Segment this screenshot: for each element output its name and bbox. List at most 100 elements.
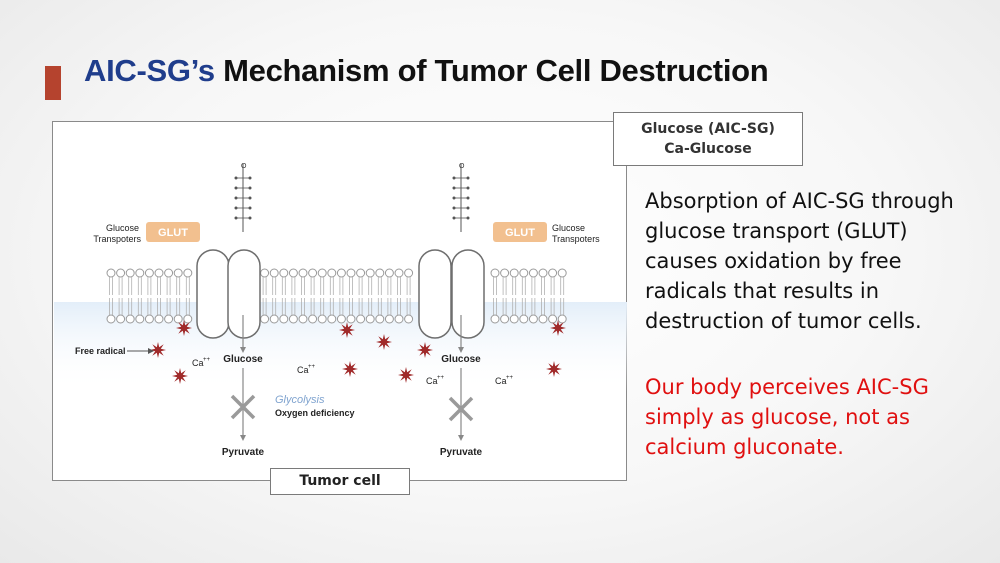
legend-line-2: Ca-Glucose (664, 141, 752, 157)
lipid-head (260, 314, 270, 324)
lipid-head (509, 314, 519, 324)
free-radical-star (546, 361, 562, 377)
lipid-head (557, 268, 567, 278)
glut-badge-right: GLUT (493, 222, 547, 242)
lipid-head (154, 314, 164, 324)
pathway-arrowhead-left-top (240, 347, 246, 353)
blocked-x-right-stroke-2 (448, 396, 474, 422)
glucose-atom: O (459, 163, 465, 170)
lipid-head (106, 268, 116, 278)
free-radical-arrowhead (148, 348, 154, 354)
lipid-head (500, 314, 510, 324)
lipid-head (164, 314, 174, 324)
glucose-atom-dot (452, 216, 456, 220)
lipid-head (365, 268, 375, 278)
mechanism-highlight: Our body perceives AIC-SG simply as gluc… (645, 375, 929, 459)
transporter-label-left-2: Transpoters (93, 234, 141, 244)
glucose-atom: O (241, 163, 247, 170)
lipid-head (269, 268, 279, 278)
lipid-head (528, 314, 538, 324)
lipid-head (125, 268, 135, 278)
lipid-head (298, 268, 308, 278)
free-radical-star (339, 322, 355, 338)
lipid-head (490, 314, 500, 324)
glucose-atom-dot (234, 196, 238, 200)
glucose-atom-dot (248, 176, 252, 180)
lipid-head (404, 314, 414, 324)
lipid-head (346, 268, 356, 278)
lipid-head (327, 268, 337, 278)
glucose-atom-dot (234, 186, 238, 190)
free-radical-star (417, 342, 433, 358)
glucose-atom-dot (452, 206, 456, 210)
glut-label-left: GLUT (158, 227, 188, 239)
lipid-head (500, 268, 510, 278)
glucose-atom-dot (466, 216, 470, 220)
transporter-label-right-1: Glucose (552, 223, 585, 233)
glucose-atom-dot (248, 196, 252, 200)
lipid-head (538, 268, 548, 278)
mechanism-description: Absorption of AIC-SG through glucose tra… (645, 189, 954, 333)
lipid-head (125, 314, 135, 324)
pyruvate-label-left: Pyruvate (222, 447, 265, 458)
free-radical-star (398, 367, 414, 383)
ca-ion-1-symbol: Ca (192, 358, 204, 368)
lipid-head (394, 314, 404, 324)
slide-title: AIC-SG’s Mechanism of Tumor Cell Destruc… (84, 53, 769, 89)
calcium-ion-3: Ca ++ (426, 375, 445, 386)
glucose-label-left: Glucose (223, 354, 263, 365)
transporter-label-left-1: Glucose (106, 223, 139, 233)
lipid-head (557, 314, 567, 324)
lipid-head (288, 268, 298, 278)
calcium-ion-4: Ca ++ (495, 375, 514, 386)
glut-protein-2-left (418, 249, 452, 339)
ca-ion-1-charge: ++ (203, 357, 211, 363)
lipid-head (336, 314, 346, 324)
free-radical-star (172, 368, 188, 384)
lipid-head (404, 268, 414, 278)
tumor-cell-label: Tumor cell (270, 468, 410, 495)
lipid-head (336, 268, 346, 278)
lipid-head (164, 268, 174, 278)
ca-ion-2-charge: ++ (308, 364, 316, 370)
lipid-head (173, 268, 183, 278)
lipid-head (144, 268, 154, 278)
ca-ion-3-symbol: Ca (426, 376, 438, 386)
lipid-head (548, 268, 558, 278)
lipid-head (288, 314, 298, 324)
lipid-head (548, 314, 558, 324)
lipid-head (509, 268, 519, 278)
lipid-head (375, 268, 385, 278)
glucose-atom-dot (248, 186, 252, 190)
pyruvate-label-right: Pyruvate (440, 447, 483, 458)
glucose-atom-dot (234, 176, 238, 180)
free-radical-label: Free radical (75, 346, 126, 356)
lipid-head (317, 268, 327, 278)
molecule-legend-box: Glucose (AIC-SG) Ca-Glucose (613, 112, 803, 166)
lipid-head (298, 314, 308, 324)
free-radical-star (550, 320, 566, 336)
lipid-head (279, 314, 289, 324)
glut-protein-1-right (227, 249, 261, 339)
blocked-x-right (448, 396, 474, 422)
glut-badge-right-bg (493, 222, 547, 242)
glut-badge-left: GLUT (146, 222, 200, 242)
lipid-head (135, 268, 145, 278)
glucose-atom-dot (248, 206, 252, 210)
ca-ion-2-symbol: Ca (297, 365, 309, 375)
glucose-atom-dot (234, 216, 238, 220)
oxygen-deficiency-label: Oxygen deficiency (275, 408, 355, 418)
lipid-head (365, 314, 375, 324)
pathway-arrowhead-right-bottom (458, 435, 464, 441)
glucose-label-right: Glucose (441, 354, 481, 365)
lipid-head (538, 314, 548, 324)
glut-label-right: GLUT (505, 227, 535, 239)
lipid-head (173, 314, 183, 324)
glycolysis-label: Glycolysis (275, 394, 325, 406)
lipid-head (269, 314, 279, 324)
lipid-head (346, 314, 356, 324)
glucose-atom-dot (452, 196, 456, 200)
glut-badge-left-bg (146, 222, 200, 242)
